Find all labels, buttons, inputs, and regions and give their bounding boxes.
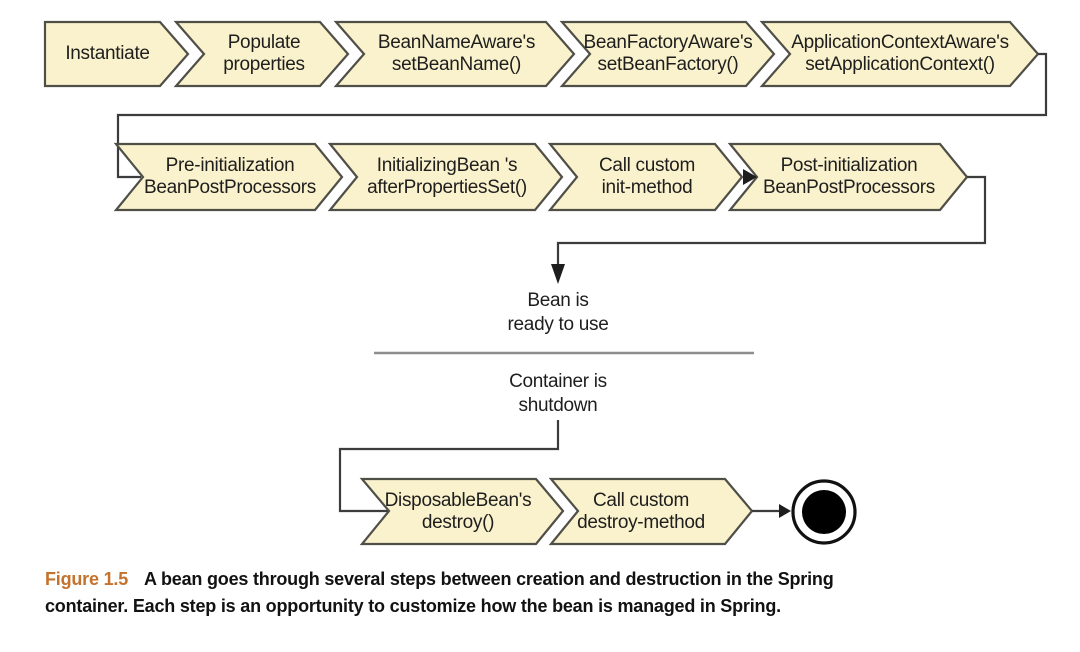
arrowhead-end-state — [779, 504, 791, 518]
figure-caption-line2: container. Each step is an opportunity t… — [45, 596, 781, 616]
connector-row1-to-row2 — [116, 52, 1048, 179]
end-state-icon — [791, 479, 857, 545]
step-label-after-properties-set: InitializingBean 's afterPropertiesSet() — [367, 155, 527, 198]
step-shape-after-properties-set — [327, 142, 564, 212]
step-shape-set-bean-factory — [559, 20, 776, 88]
step-label-populate-properties: Populate properties — [223, 32, 305, 75]
step-shape-pre-init-processors — [113, 142, 344, 212]
step-shape-populate-properties — [173, 20, 350, 88]
connector-shutdown-to-row3 — [338, 420, 560, 513]
step-label-pre-init-processors: Pre-initialization BeanPostProcessors — [143, 155, 317, 198]
step-label-custom-init: Call custom init-method — [599, 155, 695, 198]
end-state-inner-dot — [802, 490, 846, 534]
step-label-disposable-destroy: DisposableBean's destroy() — [384, 489, 532, 533]
state-label-container-shutdown: Container is shutdown — [509, 370, 607, 416]
step-label-set-bean-name: BeanNameAware's setBeanName() — [377, 32, 536, 75]
figure-caption-number: Figure 1.5 — [45, 569, 129, 589]
step-label-set-application-context: ApplicationContextAware's setApplication… — [791, 32, 1009, 75]
step-shape-set-application-context — [759, 20, 1040, 88]
step-label-custom-destroy: Call custom destroy-method — [577, 489, 705, 533]
connector-row2-to-bean-ready — [556, 175, 987, 266]
step-label-instantiate: Instantiate — [65, 43, 150, 64]
arrowhead-bean-ready — [551, 264, 565, 284]
figure-caption-text-line1: A bean goes through several steps betwee… — [144, 569, 834, 589]
step-shape-disposable-destroy — [359, 477, 565, 546]
step-shape-custom-init — [547, 142, 744, 212]
arrowhead-init-to-post-init — [743, 169, 757, 185]
state-label-bean-ready: Bean is ready to use — [507, 289, 609, 335]
step-shape-instantiate — [43, 20, 190, 88]
step-shape-set-bean-name — [333, 20, 576, 88]
step-label-set-bean-factory: BeanFactoryAware's setBeanFactory() — [583, 32, 753, 75]
step-shape-custom-destroy — [548, 477, 754, 546]
figure-caption: Figure 1.5 A bean goes through several st… — [45, 566, 975, 620]
figure-caption-line1: Figure 1.5 A bean goes through several st… — [45, 566, 975, 593]
step-label-post-init-processors: Post-initialization BeanPostProcessors — [762, 155, 936, 198]
